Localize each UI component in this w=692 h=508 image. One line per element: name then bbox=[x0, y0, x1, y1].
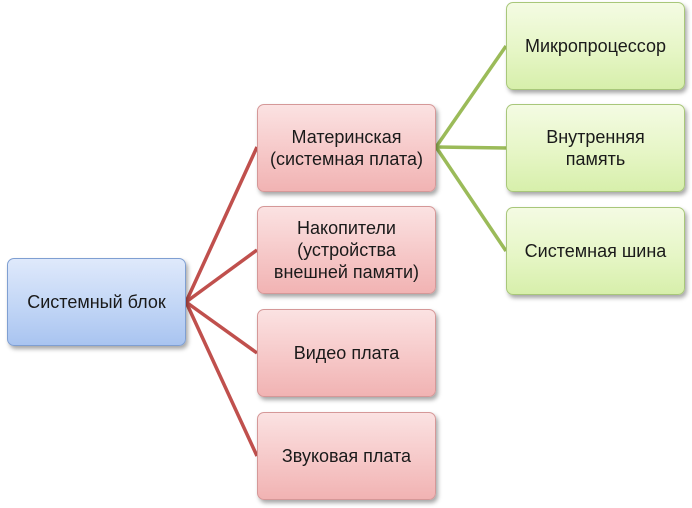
node-video-card: Видео плата bbox=[257, 309, 436, 397]
connector-root-video bbox=[184, 300, 259, 355]
node-internal-memory-label: Внутренняя память bbox=[546, 127, 645, 169]
node-sound-card: Звуковая плата bbox=[257, 412, 436, 500]
node-microprocessor-label: Микропроцессор bbox=[524, 36, 667, 56]
node-storage: Накопители (устройства внешней памяти) bbox=[257, 206, 436, 294]
node-motherboard: Материнская (системная плата) bbox=[257, 104, 436, 192]
connector-motherboard-bus bbox=[434, 146, 508, 252]
node-system-unit-label: Системный блок bbox=[27, 292, 166, 312]
node-sound-card-label: Звуковая плата bbox=[281, 446, 412, 466]
connector-root-storage bbox=[184, 248, 259, 304]
connector-motherboard-memory bbox=[435, 145, 507, 150]
node-storage-label: Накопители (устройства внешней памяти) bbox=[273, 218, 420, 282]
node-system-unit: Системный блок bbox=[7, 258, 186, 346]
node-motherboard-label: Материнская (системная плата) bbox=[269, 127, 424, 169]
node-internal-memory: Внутренняя память bbox=[506, 104, 685, 192]
connector-motherboard-cpu bbox=[434, 45, 508, 148]
node-system-bus-label: Системная шина bbox=[524, 241, 667, 261]
connector-root-motherboard bbox=[184, 146, 259, 303]
node-video-card-label: Видео плата bbox=[293, 343, 400, 363]
connector-root-sound bbox=[184, 301, 259, 457]
node-system-bus: Системная шина bbox=[506, 207, 685, 295]
node-microprocessor: Микропроцессор bbox=[506, 2, 685, 90]
